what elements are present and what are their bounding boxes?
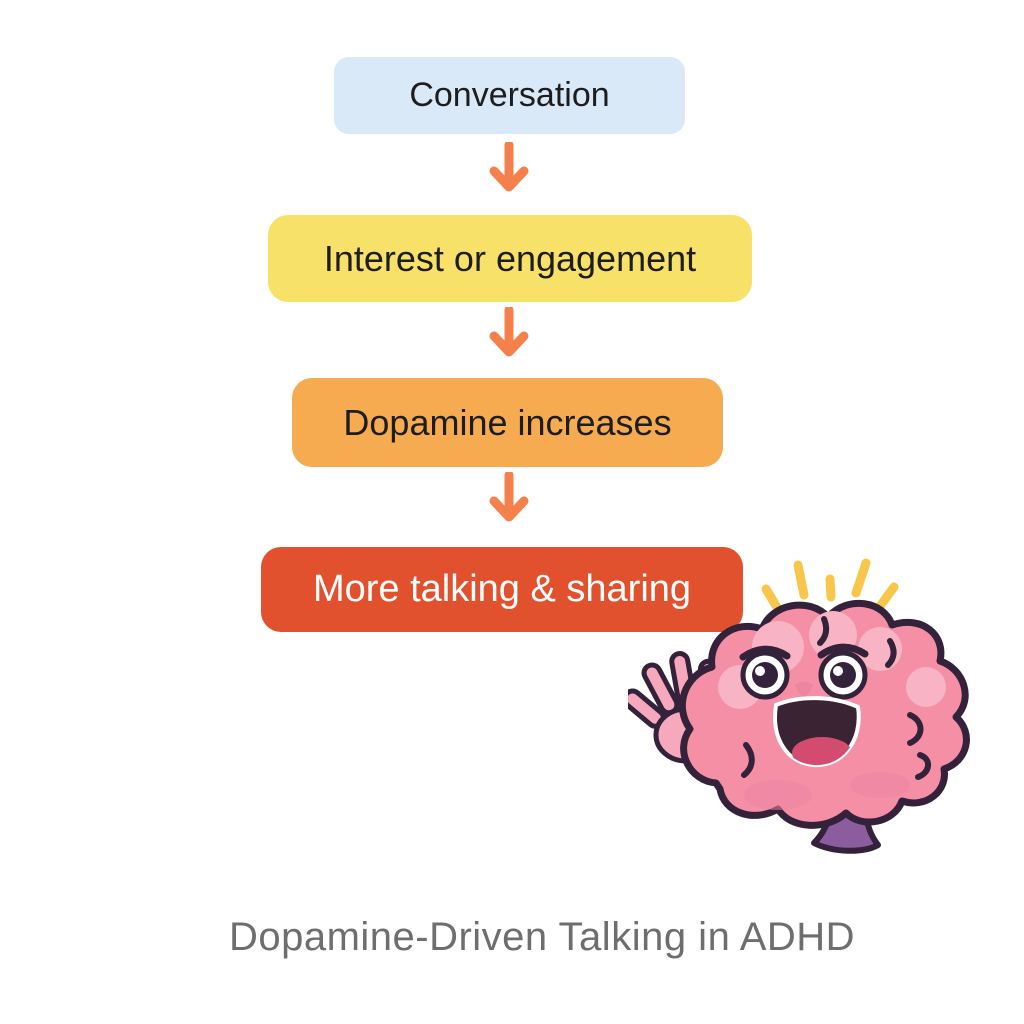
down-arrow-icon — [487, 140, 531, 200]
down-arrow-icon — [487, 470, 531, 530]
down-arrow-icon — [487, 305, 531, 365]
left-eye — [740, 650, 790, 700]
mouth — [773, 696, 861, 768]
flow-step-dopamine: Dopamine increases — [292, 378, 723, 467]
eyebrows — [739, 643, 869, 661]
flow-step-label: More talking & sharing — [312, 568, 692, 610]
sparkles-icon — [761, 558, 899, 614]
flow-step-conversation: Conversation — [334, 57, 685, 134]
brain-face — [739, 643, 869, 768]
flow-step-interest: Interest or engagement — [268, 215, 752, 302]
right-eye — [818, 650, 868, 700]
caption-title: Dopamine-Driven Talking in ADHD — [228, 915, 856, 959]
flow-step-label: Interest or engagement — [323, 237, 697, 279]
flow-step-more-talking: More talking & sharing — [261, 547, 743, 632]
brain-character-illustration — [622, 545, 984, 855]
nose — [795, 681, 813, 696]
flow-step-label: Dopamine increases — [343, 401, 672, 443]
flow-step-label: Conversation — [409, 76, 610, 114]
